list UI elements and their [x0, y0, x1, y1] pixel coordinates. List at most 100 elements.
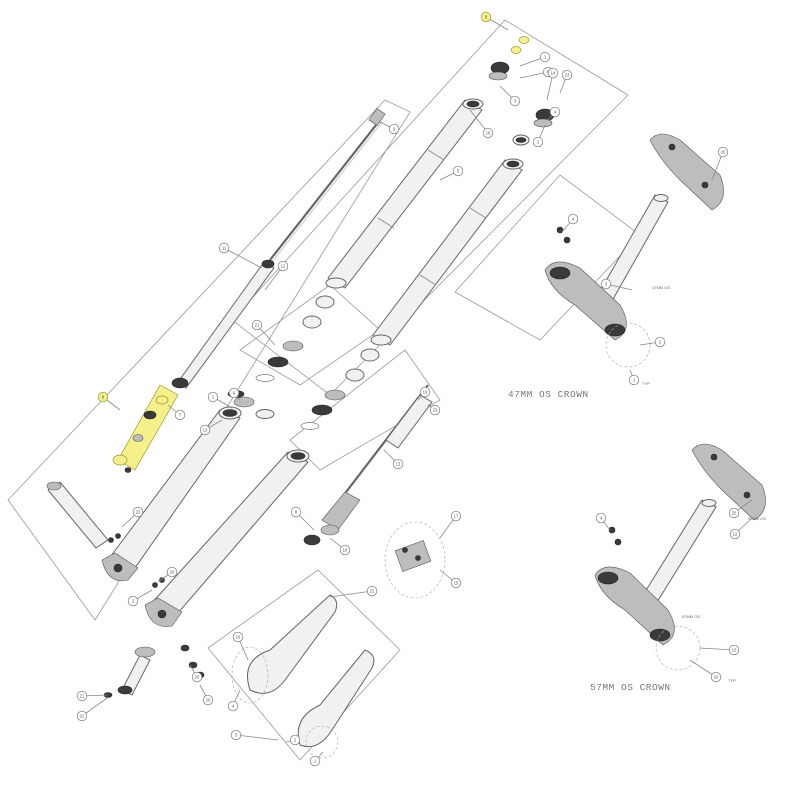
callout-bubble — [76, 710, 88, 722]
callout-number: 20 — [732, 511, 737, 516]
callout-bubble — [339, 544, 351, 556]
bushing-frame-b — [289, 349, 441, 471]
callout-number: 8 — [102, 395, 105, 400]
bushings-rings — [255, 295, 380, 430]
callout-bubble — [532, 136, 544, 148]
callout-number: 18 — [343, 548, 348, 553]
highlight-cylinder — [117, 384, 179, 471]
small-text-typ-a: TYP — [642, 381, 650, 386]
callout-bubble — [289, 734, 301, 746]
callout-bubble — [290, 506, 302, 518]
callout: 2 — [285, 734, 301, 746]
callout: 3 — [230, 729, 279, 741]
callout: 5 — [439, 165, 464, 181]
leader-line — [329, 590, 373, 598]
callout-bubble — [452, 165, 464, 177]
lower-crown-47 — [544, 261, 627, 341]
callout-bubble — [628, 374, 640, 386]
fork-guard-right — [297, 649, 375, 748]
callout-bubble — [166, 566, 178, 578]
callout-number: 20 — [195, 675, 200, 680]
leader-line — [689, 659, 717, 678]
stanchions — [325, 98, 524, 346]
callout-number: 22 — [370, 589, 375, 594]
callout-bubble — [567, 213, 579, 225]
crown-57mm-assembly — [594, 443, 766, 671]
callout-bubble — [728, 507, 740, 519]
callout: 8 — [480, 11, 509, 31]
callout-bubble — [509, 95, 521, 107]
callout: 11 — [218, 242, 263, 269]
callout: 7 — [167, 404, 186, 421]
callout-bubble — [218, 242, 230, 254]
left-assembly-frame — [7, 99, 411, 621]
callout: 12 — [729, 517, 753, 540]
callout-bubble — [388, 123, 400, 135]
callout: 9 — [379, 121, 400, 135]
callout-number: 20 — [721, 150, 726, 155]
callout: 16 — [469, 109, 494, 139]
callout: 4 — [227, 689, 241, 712]
callout: 15 — [439, 569, 462, 589]
axle — [46, 481, 109, 549]
callout: 20 — [711, 146, 729, 181]
callout-bubble — [480, 11, 492, 23]
callout-bubble — [419, 386, 431, 398]
callout: 2 — [127, 589, 153, 607]
callout-bubble — [191, 671, 203, 683]
callout-bubble — [127, 595, 139, 607]
callout-bubble — [600, 278, 612, 290]
callout: 21 — [76, 690, 109, 702]
cartridge-rod — [269, 119, 381, 261]
callout-number: 3 — [514, 99, 517, 104]
callout-bubble — [549, 106, 561, 118]
callout: 23 — [559, 69, 573, 94]
crown-47-detail — [605, 322, 651, 368]
callout-bubble — [547, 67, 559, 79]
callout-bubble — [251, 319, 263, 331]
damper-tube-bottom — [171, 377, 189, 389]
crown-47-label: 47MM OS CROWN — [508, 389, 589, 400]
callout-number: 1 — [537, 140, 540, 145]
callout-bubble — [199, 424, 211, 436]
callout-number: 13 — [396, 462, 401, 467]
callout-bubble — [595, 512, 607, 524]
callout-number: 15 — [454, 581, 459, 586]
leader-line — [235, 734, 279, 741]
callout-bubble — [561, 69, 573, 81]
callout-number: 6 — [233, 391, 236, 396]
callout: 2 — [639, 336, 666, 348]
damper-cartridge-right — [303, 384, 433, 546]
callout: 23 — [121, 506, 144, 528]
callout-bubble — [450, 577, 462, 589]
callout-number: 9 — [393, 127, 396, 132]
lower-leg-right — [144, 449, 310, 627]
callout-number: 4 — [600, 516, 603, 521]
callout-number: 22 — [80, 714, 85, 719]
guard-frame — [207, 569, 401, 761]
callout-bubble — [232, 631, 244, 643]
callout-bubble — [207, 391, 219, 403]
small-text-57os-b: 57MM OS — [682, 614, 700, 619]
callout-number: 8 — [295, 510, 298, 515]
callout: 6 — [228, 387, 241, 401]
callout-number: 11 — [222, 246, 227, 251]
callout: 1 — [628, 369, 640, 386]
callout-bubble — [539, 51, 551, 63]
callout-number: 16 — [486, 131, 491, 136]
callout-number: 16 — [236, 635, 241, 640]
callout-bubble — [174, 409, 186, 421]
callout-number: 21 — [80, 694, 85, 699]
callout-number: 17 — [454, 514, 459, 519]
fork-guard-left — [247, 594, 338, 694]
callout: 20 — [189, 664, 203, 683]
callout-number: 10 — [203, 428, 208, 433]
callout: 19 — [417, 386, 431, 401]
callout: 13 — [383, 449, 404, 470]
adjuster-detail — [384, 521, 446, 599]
callout-number: 1 — [544, 55, 547, 60]
leader-line — [223, 247, 263, 269]
callout: 10 — [699, 644, 740, 656]
callout-number: 7 — [179, 413, 182, 418]
